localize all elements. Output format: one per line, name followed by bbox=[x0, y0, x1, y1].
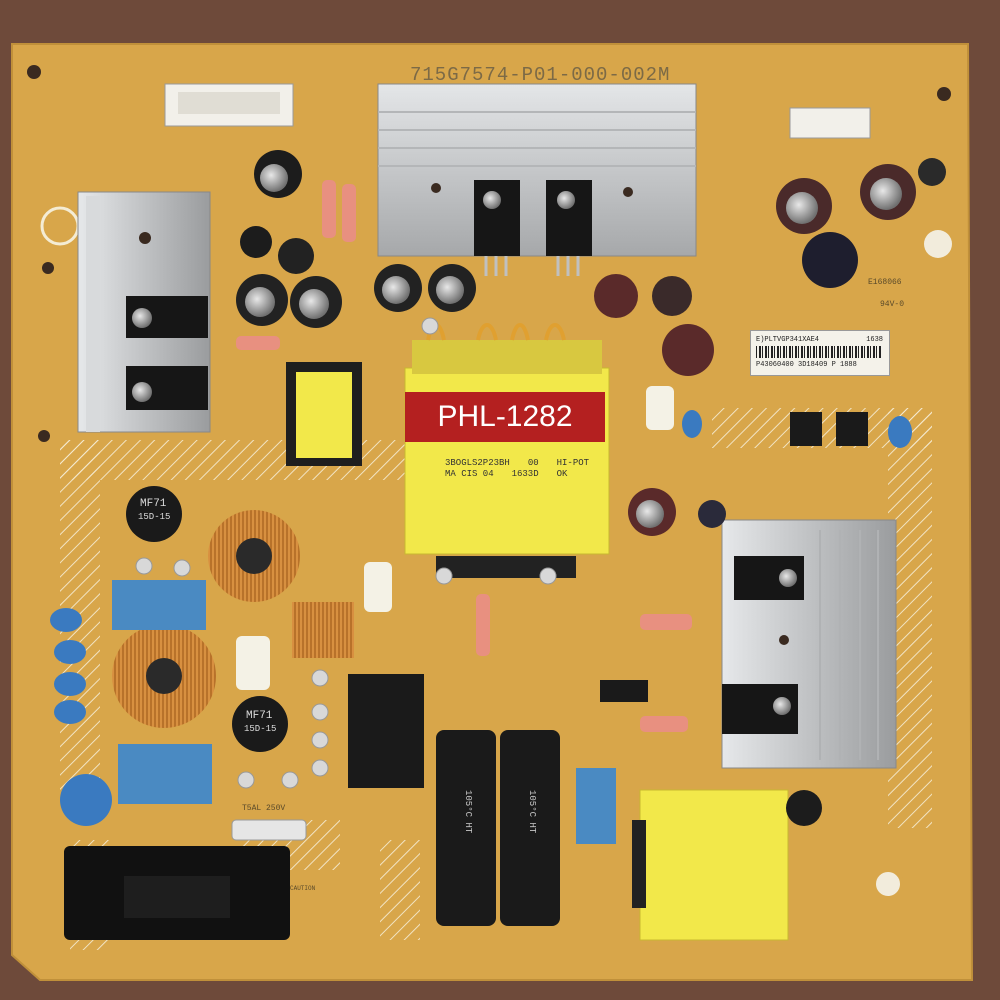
trafo-code-b: MA CIS 04 bbox=[445, 469, 494, 479]
barcode-line-2: P43060400 3D18409 P 1888 bbox=[756, 361, 857, 369]
x-capacitor-2 bbox=[118, 744, 212, 804]
bulk-capacitor-1 bbox=[436, 730, 496, 926]
trafo-code: 3BOGLS2P23BH bbox=[445, 458, 510, 468]
trafo-hipot: HI-POT bbox=[556, 458, 590, 468]
barcode-label: E)PLTVGP341XAE4 1638 P43060400 3D18409 P… bbox=[750, 330, 890, 376]
model-sticker: PHL-1282 bbox=[405, 392, 605, 442]
heatsink-top bbox=[377, 83, 697, 257]
mosfet-top-2 bbox=[546, 180, 592, 256]
standby-transformer bbox=[639, 789, 789, 941]
rating-mark: 94V-0 bbox=[880, 300, 905, 309]
trafo-code-2: 00 bbox=[527, 458, 539, 468]
barcode-line-1: E)PLTVGP341XAE4 bbox=[756, 336, 820, 344]
x-capacitor-3 bbox=[576, 768, 616, 844]
transformer-print: 3BOGLS2P23BH 00 HI-POT MA CIS 04 1633D O… bbox=[445, 458, 589, 480]
cap-mark-1: 105°C HT bbox=[463, 790, 473, 834]
trafo-hipot-ok: OK bbox=[556, 469, 568, 479]
bridge-rectifier bbox=[348, 674, 424, 788]
barcode-number: 1638 bbox=[866, 336, 883, 344]
ul-mark: E168066 bbox=[868, 278, 902, 287]
mosfet-top-1 bbox=[474, 180, 520, 256]
thermistor-1 bbox=[126, 486, 182, 542]
barcode-bars bbox=[756, 346, 881, 358]
thermistor-2-label: MF71 bbox=[246, 710, 273, 722]
fuse bbox=[231, 819, 307, 841]
board-part-number: 715G7574-P01-000-002M bbox=[410, 64, 671, 86]
thermistor-1-label: MF71 bbox=[140, 498, 167, 510]
bulk-capacitor-2 bbox=[500, 730, 560, 926]
caution-text: CAUTION bbox=[290, 885, 316, 892]
connector-top-right bbox=[789, 107, 871, 139]
cap-mark-2: 105°C HT bbox=[527, 790, 537, 834]
coil-small bbox=[292, 602, 354, 658]
x-capacitor-1 bbox=[112, 580, 206, 630]
thermistor-1-rating: 15D-15 bbox=[138, 512, 171, 522]
fuse-label: T5AL 250V bbox=[242, 804, 286, 813]
trafo-code-2b: 1633D bbox=[511, 469, 539, 479]
thermistor-2 bbox=[232, 696, 288, 752]
thermistor-2-rating: 15D-15 bbox=[244, 724, 277, 734]
